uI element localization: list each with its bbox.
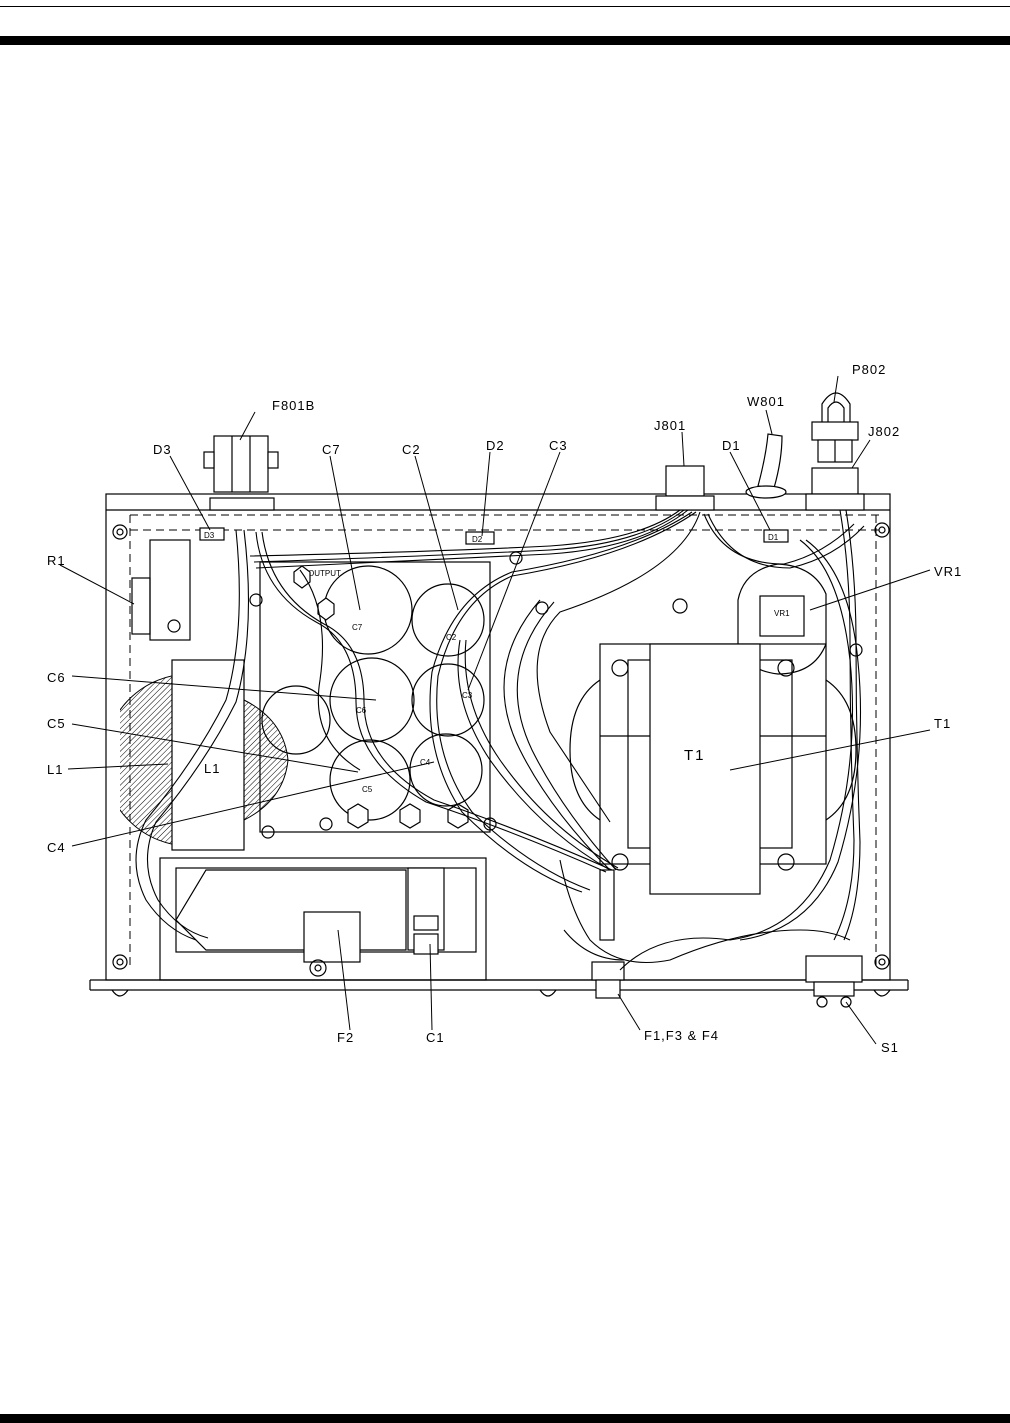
callout-f2: F2 <box>337 1030 354 1045</box>
callout-c4: C4 <box>47 840 66 855</box>
callout-c5: C5 <box>47 716 66 731</box>
callout-c1: C1 <box>426 1030 445 1045</box>
svg-text:D2: D2 <box>472 535 483 544</box>
callout-f1-f3-f4: F1,F3 & F4 <box>644 1028 719 1043</box>
callout-d3: D3 <box>153 442 172 457</box>
mark-c4: C4 <box>420 758 431 767</box>
diode-d1: D1 <box>764 530 788 542</box>
callout-labels: F801B P802 W801 J801 J802 D3 C7 C2 D2 C3… <box>47 362 962 1055</box>
capacitor-c1 <box>408 868 444 954</box>
mark-output: OUTPUT <box>308 569 341 578</box>
callout-leaders <box>60 376 930 1044</box>
diode-d2: D2 <box>466 532 494 544</box>
mark-c5: C5 <box>362 785 373 794</box>
diode-d3: D3 <box>200 528 224 540</box>
connector-f801b <box>204 436 278 510</box>
callout-l1: L1 <box>47 762 63 777</box>
connector-j802 <box>806 468 864 510</box>
callout-p802: P802 <box>852 362 886 377</box>
callout-f801b: F801B <box>272 398 315 413</box>
callout-r1: R1 <box>47 553 66 568</box>
connector-p802 <box>812 393 858 462</box>
switch-s1 <box>806 956 862 1007</box>
connector-j801 <box>656 466 714 510</box>
mark-t1: T1 <box>684 747 706 764</box>
transformer-t1: T1 <box>570 644 856 894</box>
svg-text:D1: D1 <box>768 533 779 542</box>
svg-text:D3: D3 <box>204 531 215 540</box>
callout-s1: S1 <box>881 1040 899 1055</box>
resistor-r1 <box>132 540 190 640</box>
callout-c3: C3 <box>549 438 568 453</box>
callout-d2: D2 <box>486 438 505 453</box>
cable-w801 <box>746 434 786 498</box>
callout-c6: C6 <box>47 670 66 685</box>
svg-text:VR1: VR1 <box>774 609 790 618</box>
callout-c2: C2 <box>402 442 421 457</box>
callout-d1: D1 <box>722 438 741 453</box>
mark-l1: L1 <box>204 761 220 776</box>
callout-vr1: VR1 <box>934 564 962 579</box>
callout-t1: T1 <box>934 716 951 731</box>
capacitor-bank: C7 C2 C6 C5 C4 C3 OUTPUT <box>250 552 548 838</box>
fuses-f1-f3-f4 <box>592 870 624 998</box>
mark-c7: C7 <box>352 623 363 632</box>
callout-w801: W801 <box>747 394 785 409</box>
callout-j802: J802 <box>868 424 900 439</box>
callout-j801: J801 <box>654 418 686 433</box>
callout-c7: C7 <box>322 442 341 457</box>
